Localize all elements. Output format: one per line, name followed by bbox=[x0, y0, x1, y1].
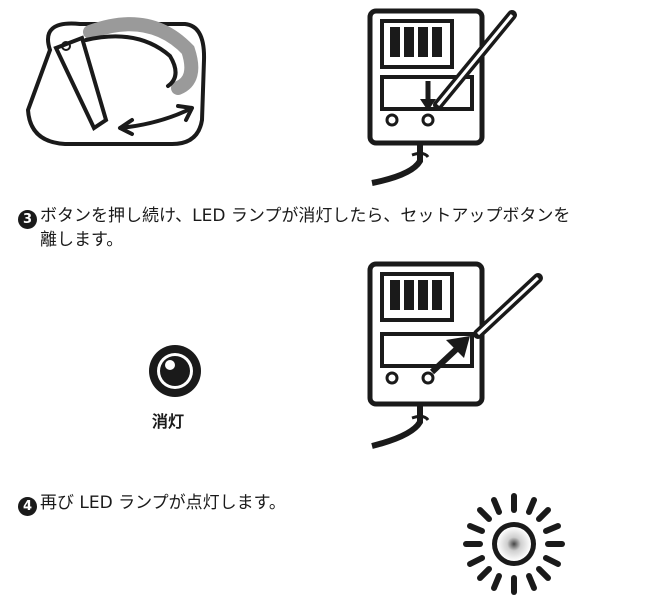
device-press-illustration bbox=[367, 8, 517, 186]
step-4-number: 4 bbox=[18, 497, 37, 516]
led-off-label: 消灯 bbox=[152, 412, 185, 431]
led-off-icon bbox=[149, 345, 201, 397]
pin-tool-illustration bbox=[25, 17, 207, 147]
step-3-line1: ボタンを押し続け、LED ランプが消灯したら、セットアップボタンを bbox=[40, 206, 571, 226]
step-4-line: 再び LED ランプが点灯します。 bbox=[40, 493, 286, 513]
led-on-icon bbox=[463, 493, 565, 595]
step-3-number: 3 bbox=[18, 210, 37, 229]
device-release-illustration bbox=[367, 261, 543, 449]
step-3-line2: 離します。 bbox=[40, 230, 124, 250]
